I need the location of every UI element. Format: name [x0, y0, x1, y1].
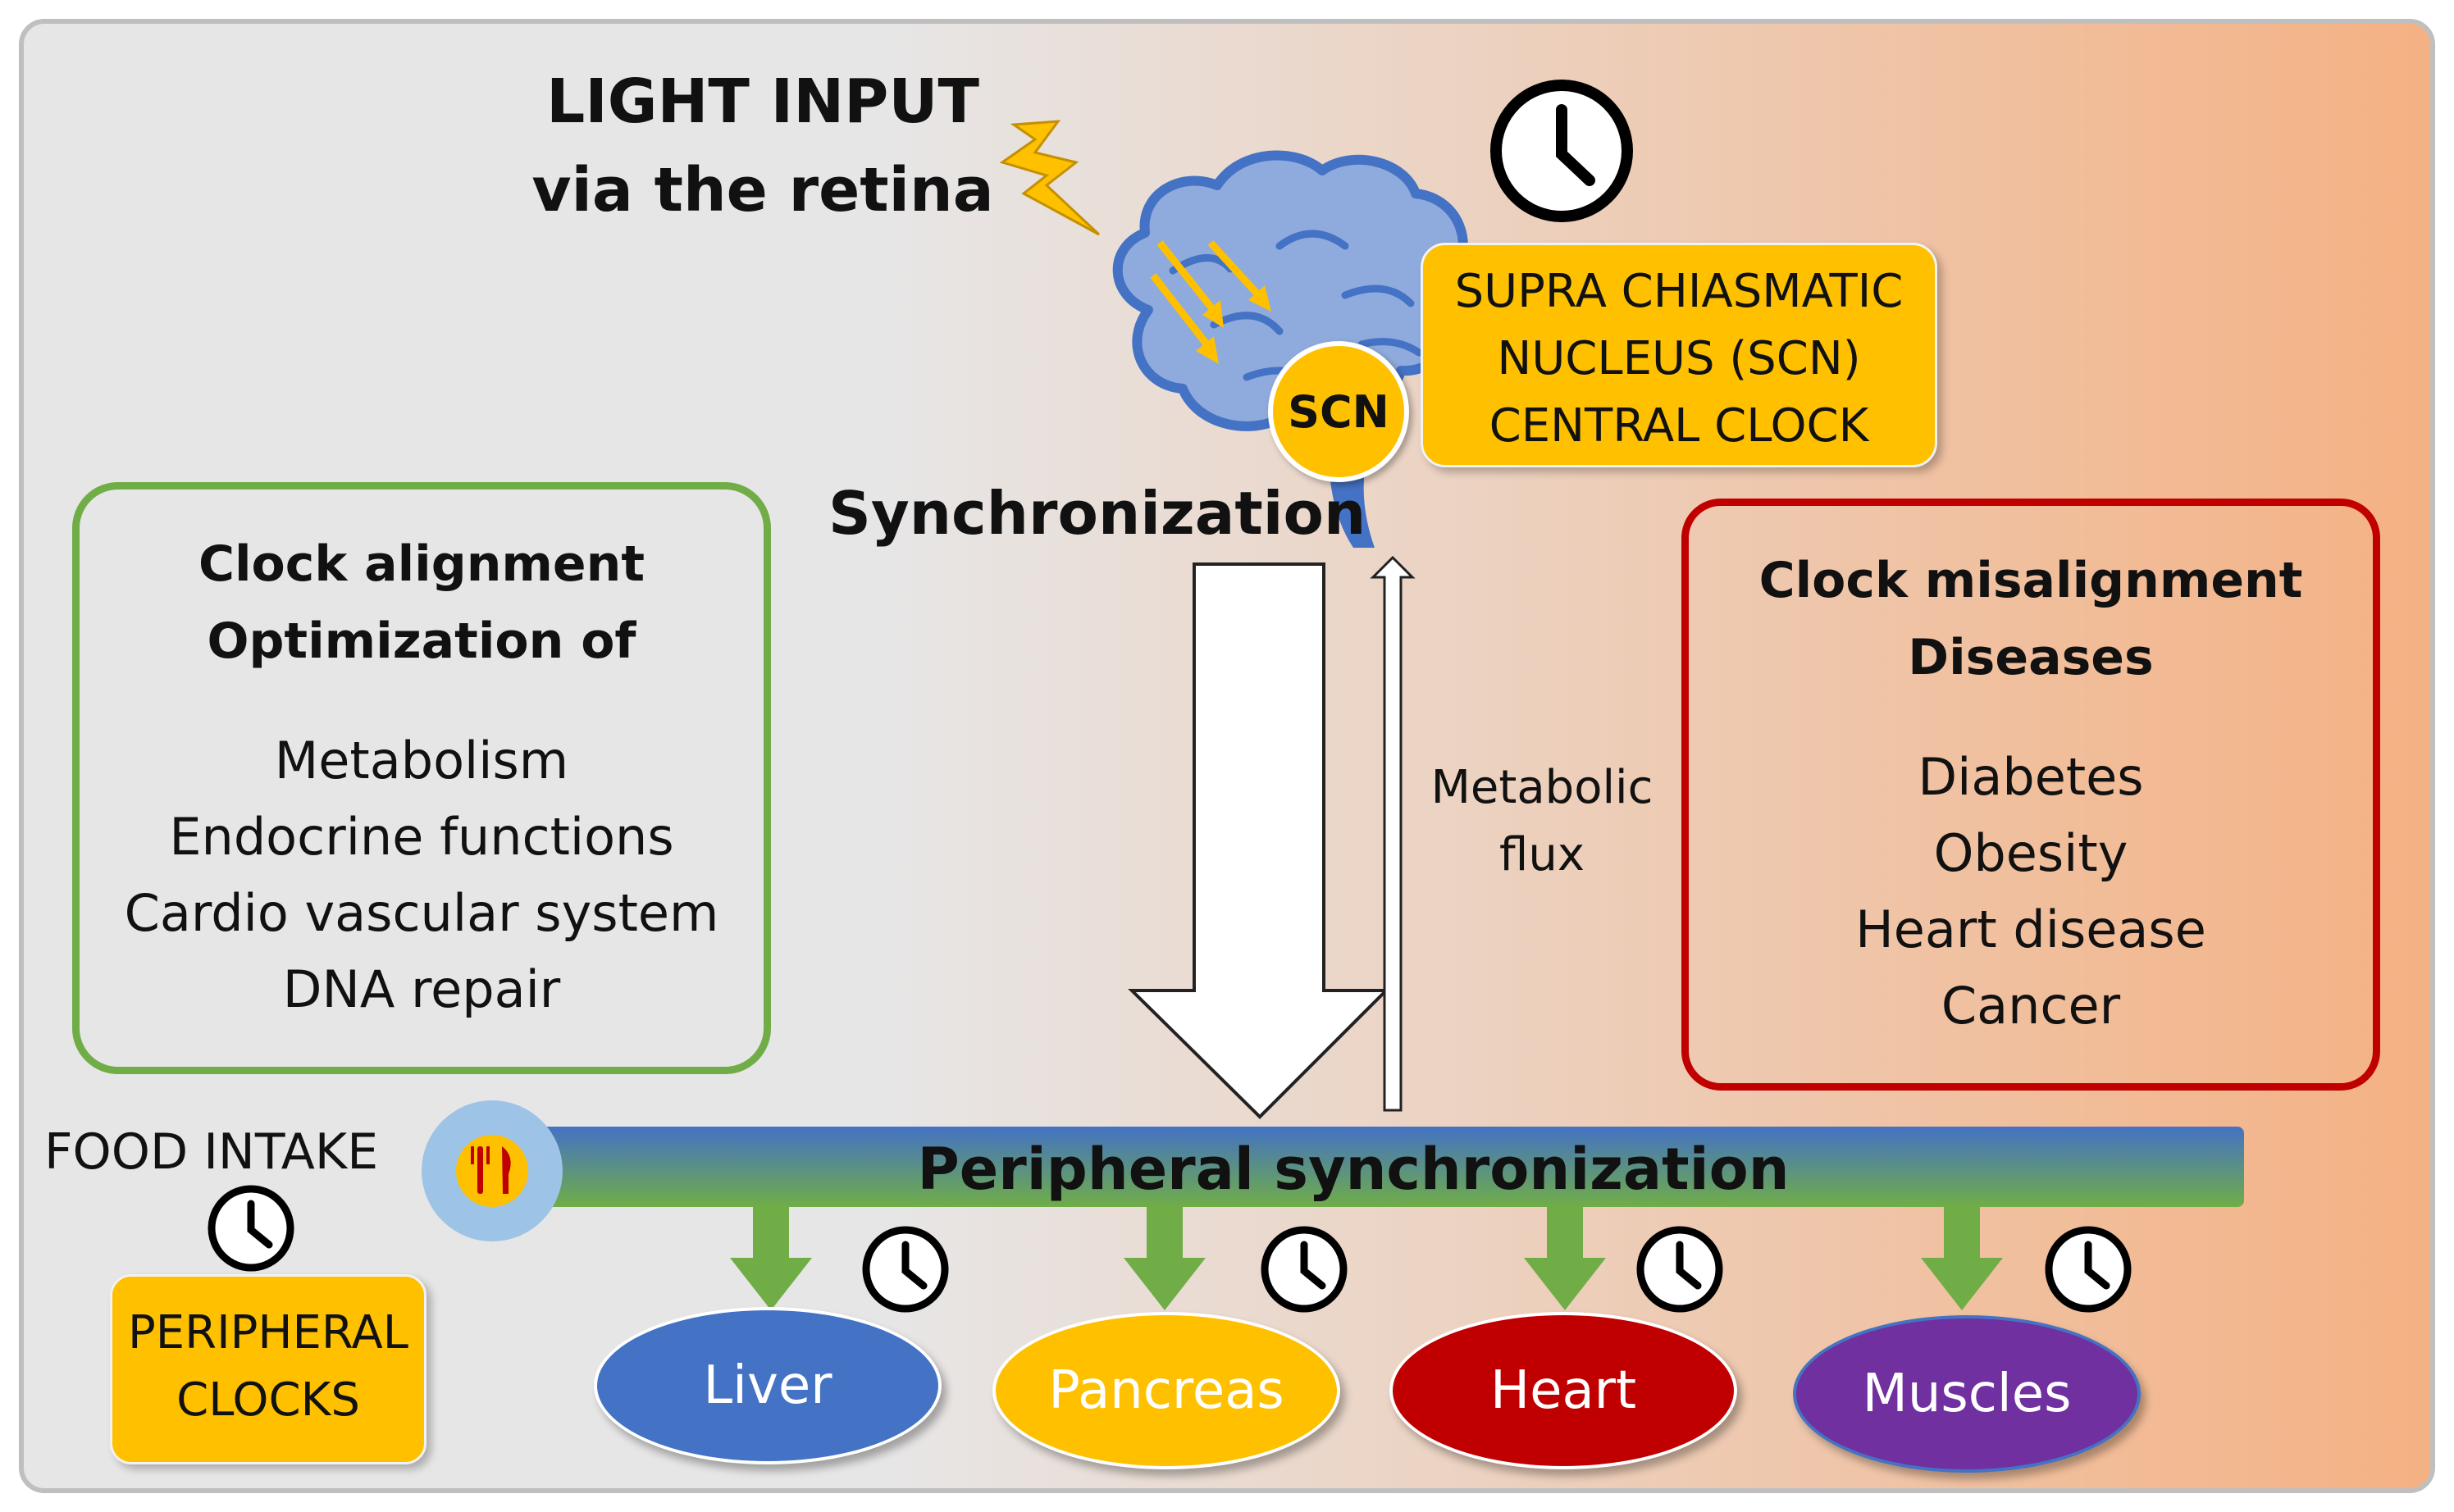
scn-line: CENTRAL CLOCK [1489, 399, 1869, 453]
scn-line: SUPRA CHIASMATIC [1454, 265, 1904, 318]
clock-icon [1490, 80, 1633, 222]
clock-alignment-title-line2: Optimization of [207, 613, 636, 670]
synchronization-arrow [1128, 562, 1390, 1119]
light-input-line1: LIGHT INPUT [546, 66, 979, 137]
clock-misalignment-title-line1: Clock misalignment [1758, 552, 2303, 609]
clock-icon [862, 1226, 949, 1313]
metabolic-flux-arrow [1370, 555, 1416, 1112]
light-input-heading: LIGHT INPUT via the retina [509, 57, 1017, 235]
organ-arrows [730, 1205, 2003, 1310]
clock-icon [2045, 1226, 2132, 1313]
clock-misalignment-list: Diabetes Obesity Heart disease Cancer [1689, 739, 2373, 1044]
clock-misalignment-box: Clock misalignment Diseases Diabetes Obe… [1681, 499, 2380, 1091]
peripheral-synchronization-label: Peripheral synchronization [917, 1136, 1790, 1203]
organ-liver: Liver [594, 1307, 942, 1464]
organ-label: Liver [703, 1355, 832, 1416]
organ-label: Pancreas [1048, 1360, 1284, 1421]
peripheral-synchronization-bar [525, 1127, 2244, 1207]
clock-icon [1636, 1226, 1723, 1313]
clock-alignment-title-line1: Clock alignment [198, 535, 645, 593]
clock-alignment-title: Clock alignment Optimization of [80, 526, 764, 680]
metabolic-flux-line2: flux [1499, 828, 1585, 881]
list-item: DNA repair [282, 959, 561, 1019]
peripheral-clocks-line2: CLOCKS [176, 1373, 360, 1427]
organ-pancreas: Pancreas [992, 1312, 1340, 1469]
list-item: Cardio vascular system [124, 883, 719, 943]
clock-icon [1261, 1226, 1348, 1313]
clock-icon [208, 1185, 294, 1272]
metabolic-flux-label: Metabolic flux [1419, 754, 1665, 889]
clock-alignment-box: Clock alignment Optimization of Metaboli… [72, 482, 771, 1074]
lightning-icon [999, 120, 1101, 236]
organ-heart: Heart [1389, 1312, 1737, 1469]
list-item: Cancer [1941, 976, 2121, 1036]
list-item: Diabetes [1918, 747, 2144, 807]
clock-misalignment-title-line2: Diseases [1908, 629, 2154, 686]
synchronization-label: Synchronization [828, 479, 1366, 548]
organ-label: Muscles [1862, 1364, 2072, 1424]
light-ray-arrows [1150, 239, 1271, 364]
organ-label: Heart [1489, 1360, 1637, 1421]
light-input-line2: via the retina [531, 155, 994, 225]
list-item: Obesity [1933, 823, 2128, 883]
scn-description-box: SUPRA CHIASMATIC NUCLEUS (SCN) CENTRAL C… [1421, 243, 1937, 467]
scn-circle: SCN [1268, 341, 1409, 482]
peripheral-clocks-box: PERIPHERAL CLOCKS [110, 1274, 426, 1464]
organ-muscles: Muscles [1793, 1315, 2141, 1473]
list-item: Heart disease [1855, 899, 2206, 959]
fork-knife-icon [422, 1100, 563, 1241]
list-item: Metabolism [274, 731, 569, 790]
scn-circle-label: SCN [1288, 385, 1389, 438]
metabolic-flux-line1: Metabolic [1430, 761, 1653, 814]
food-intake-label: FOOD INTAKE [44, 1123, 379, 1181]
list-item: Endocrine functions [169, 807, 674, 867]
clock-alignment-list: Metabolism Endocrine functions Cardio va… [80, 722, 764, 1027]
clock-misalignment-title: Clock misalignment Diseases [1689, 542, 2373, 696]
scn-line: NUCLEUS (SCN) [1497, 332, 1861, 385]
peripheral-clocks-line1: PERIPHERAL [128, 1306, 408, 1359]
